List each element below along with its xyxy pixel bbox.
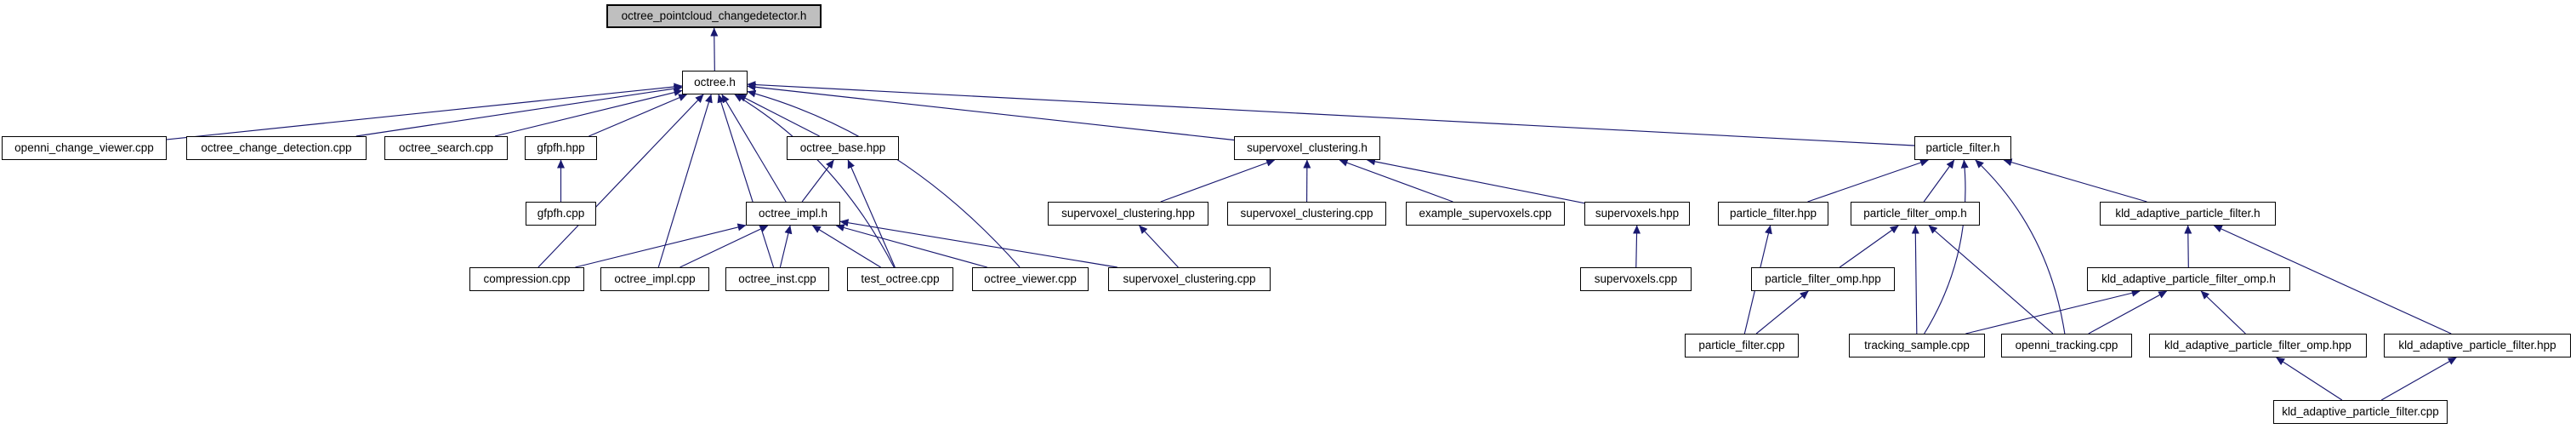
- edge-openni_tracking-to-particle_filter_h: [1975, 159, 2066, 335]
- edge-tracking_sample-to-particle_filter_omp_h: [1911, 225, 1919, 335]
- edge-particle_filter_cpp-to-particle_filter_omp_hpp: [1755, 290, 1809, 335]
- graph-node-octree_viewer[interactable]: octree_viewer.cpp: [972, 267, 1089, 291]
- graph-node-example_supervoxels[interactable]: example_supervoxels.cpp: [1406, 202, 1565, 226]
- edge-test_octree-to-octree_base_hpp: [847, 159, 896, 268]
- edge-supervoxel_clustering_cpp5-to-octree_impl_h: [839, 219, 1117, 268]
- edge-particle_filter_omp_hpp-to-particle_filter_omp_h: [1839, 225, 1899, 268]
- edge-supervoxels_cpp-to-supervoxels_hpp: [1633, 225, 1641, 268]
- graph-node-gfpfh_cpp[interactable]: gfpfh.cpp: [526, 202, 596, 226]
- edge-gfpfh_hpp-to-octree_h: [589, 94, 688, 137]
- graph-node-octree_h[interactable]: octree.h: [682, 71, 748, 94]
- graph-node-kld_omp_hpp[interactable]: kld_adaptive_particle_filter_omp.hpp: [2149, 334, 2367, 358]
- graph-node-kld_hpp[interactable]: kld_adaptive_particle_filter.hpp: [2384, 334, 2571, 358]
- graph-node-particle_filter_omp_hpp[interactable]: particle_filter_omp.hpp: [1751, 267, 1895, 291]
- edge-octree_impl_cpp-to-octree_impl_h: [680, 225, 769, 268]
- edge-compression-to-octree_h: [537, 94, 704, 268]
- graph-node-supervoxel_clustering_hpp[interactable]: supervoxel_clustering.hpp: [1048, 202, 1208, 226]
- edge-example_supervoxels-to-supervoxel_clustering_h: [1339, 159, 1453, 203]
- graph-node-test_octree[interactable]: test_octree.cpp: [847, 267, 953, 291]
- graph-node-octree_inst[interactable]: octree_inst.cpp: [725, 267, 829, 291]
- edge-octree_impl_cpp-to-octree_h: [657, 94, 713, 268]
- edge-supervoxel_clustering_cpp5-to-supervoxel_clustering_hpp: [1139, 225, 1179, 268]
- graph-node-supervoxel_clustering_cpp4[interactable]: supervoxel_clustering.cpp: [1227, 202, 1386, 226]
- edge-kld_cpp-to-kld_omp_hpp: [2276, 357, 2343, 401]
- edge-octree_inst-to-octree_impl_h: [779, 225, 793, 268]
- graph-node-supervoxels_hpp[interactable]: supervoxels.hpp: [1584, 202, 1690, 226]
- edge-octree_viewer-to-octree_impl_h: [835, 224, 987, 268]
- edge-octree_h-to-changedetector: [710, 27, 719, 72]
- edge-supervoxel_clustering_hpp-to-supervoxel_clustering_h: [1160, 159, 1276, 203]
- graph-node-kld_omp_h[interactable]: kld_adaptive_particle_filter_omp.h: [2087, 267, 2290, 291]
- edge-octree_viewer-to-octree_h: [747, 89, 1021, 268]
- graph-node-octree_search[interactable]: octree_search.cpp: [384, 136, 508, 160]
- edge-test_octree-to-octree_h: [734, 94, 895, 268]
- edge-octree_impl_h-to-octree_h: [721, 94, 787, 203]
- graph-node-octree_impl_h[interactable]: octree_impl.h: [746, 202, 840, 226]
- edge-octree_change_detection-to-octree_h: [355, 84, 683, 137]
- graph-node-octree_base_hpp[interactable]: octree_base.hpp: [787, 136, 899, 160]
- graph-node-particle_filter_h[interactable]: particle_filter.h: [1914, 136, 2011, 160]
- edge-test_octree-to-octree_impl_h: [811, 225, 881, 268]
- graph-node-tracking_sample[interactable]: tracking_sample.cpp: [1849, 334, 1985, 358]
- edge-openni_tracking-to-particle_filter_omp_h: [1928, 225, 2054, 335]
- graph-node-octree_impl_cpp[interactable]: octree_impl.cpp: [600, 267, 709, 291]
- graph-node-particle_filter_omp_h[interactable]: particle_filter_omp.h: [1851, 202, 1980, 226]
- edge-octree_base_hpp-to-octree_h: [737, 94, 820, 137]
- edge-kld_cpp-to-kld_hpp: [2380, 357, 2457, 401]
- graph-node-gfpfh_hpp[interactable]: gfpfh.hpp: [525, 136, 597, 160]
- graph-node-kld_cpp[interactable]: kld_adaptive_particle_filter.cpp: [2273, 400, 2448, 424]
- edge-octree_search-to-octree_h: [494, 89, 683, 137]
- edge-openni_tracking-to-kld_omp_h: [2088, 290, 2168, 335]
- edge-kld_omp_hpp-to-kld_omp_h: [2200, 290, 2246, 335]
- edge-kld_h-to-particle_filter_h: [2003, 158, 2147, 203]
- edge-octree_inst-to-octree_h: [717, 94, 775, 268]
- graph-node-octree_change_detection[interactable]: octree_change_detection.cpp: [186, 136, 367, 160]
- graph-node-openni_tracking[interactable]: openni_tracking.cpp: [2001, 334, 2132, 358]
- graph-node-kld_h[interactable]: kld_adaptive_particle_filter.h: [2100, 202, 2276, 226]
- edge-openni_change_viewer-to-octree_h: [166, 83, 683, 140]
- edge-tracking_sample-to-kld_omp_h: [1965, 289, 2141, 335]
- graph-node-compression[interactable]: compression.cpp: [469, 267, 584, 291]
- edge-particle_filter_hpp-to-particle_filter_h: [1807, 158, 1929, 203]
- edge-kld_omp_h-to-kld_h: [2184, 225, 2192, 268]
- graph-node-particle_filter_hpp[interactable]: particle_filter.hpp: [1718, 202, 1828, 226]
- edge-octree_impl_h-to-octree_base_hpp: [801, 159, 834, 203]
- graph-node-supervoxel_clustering_h[interactable]: supervoxel_clustering.h: [1234, 136, 1380, 160]
- edge-tracking_sample-to-particle_filter_h: [1924, 159, 1969, 335]
- graph-node-supervoxel_clustering_cpp5[interactable]: supervoxel_clustering.cpp: [1108, 267, 1271, 291]
- edge-particle_filter_omp_h-to-particle_filter_h: [1923, 159, 1955, 203]
- graph-node-supervoxels_cpp[interactable]: supervoxels.cpp: [1580, 267, 1692, 291]
- edge-compression-to-octree_impl_h: [575, 223, 747, 268]
- graph-node-changedetector: octree_pointcloud_changedetector.h: [606, 4, 822, 28]
- graph-node-particle_filter_cpp[interactable]: particle_filter.cpp: [1685, 334, 1799, 358]
- edge-supervoxel_clustering_h-to-octree_h: [747, 83, 1235, 141]
- edge-supervoxels_hpp-to-supervoxel_clustering_h: [1367, 157, 1585, 204]
- graph-node-openni_change_viewer[interactable]: openni_change_viewer.cpp: [2, 136, 167, 160]
